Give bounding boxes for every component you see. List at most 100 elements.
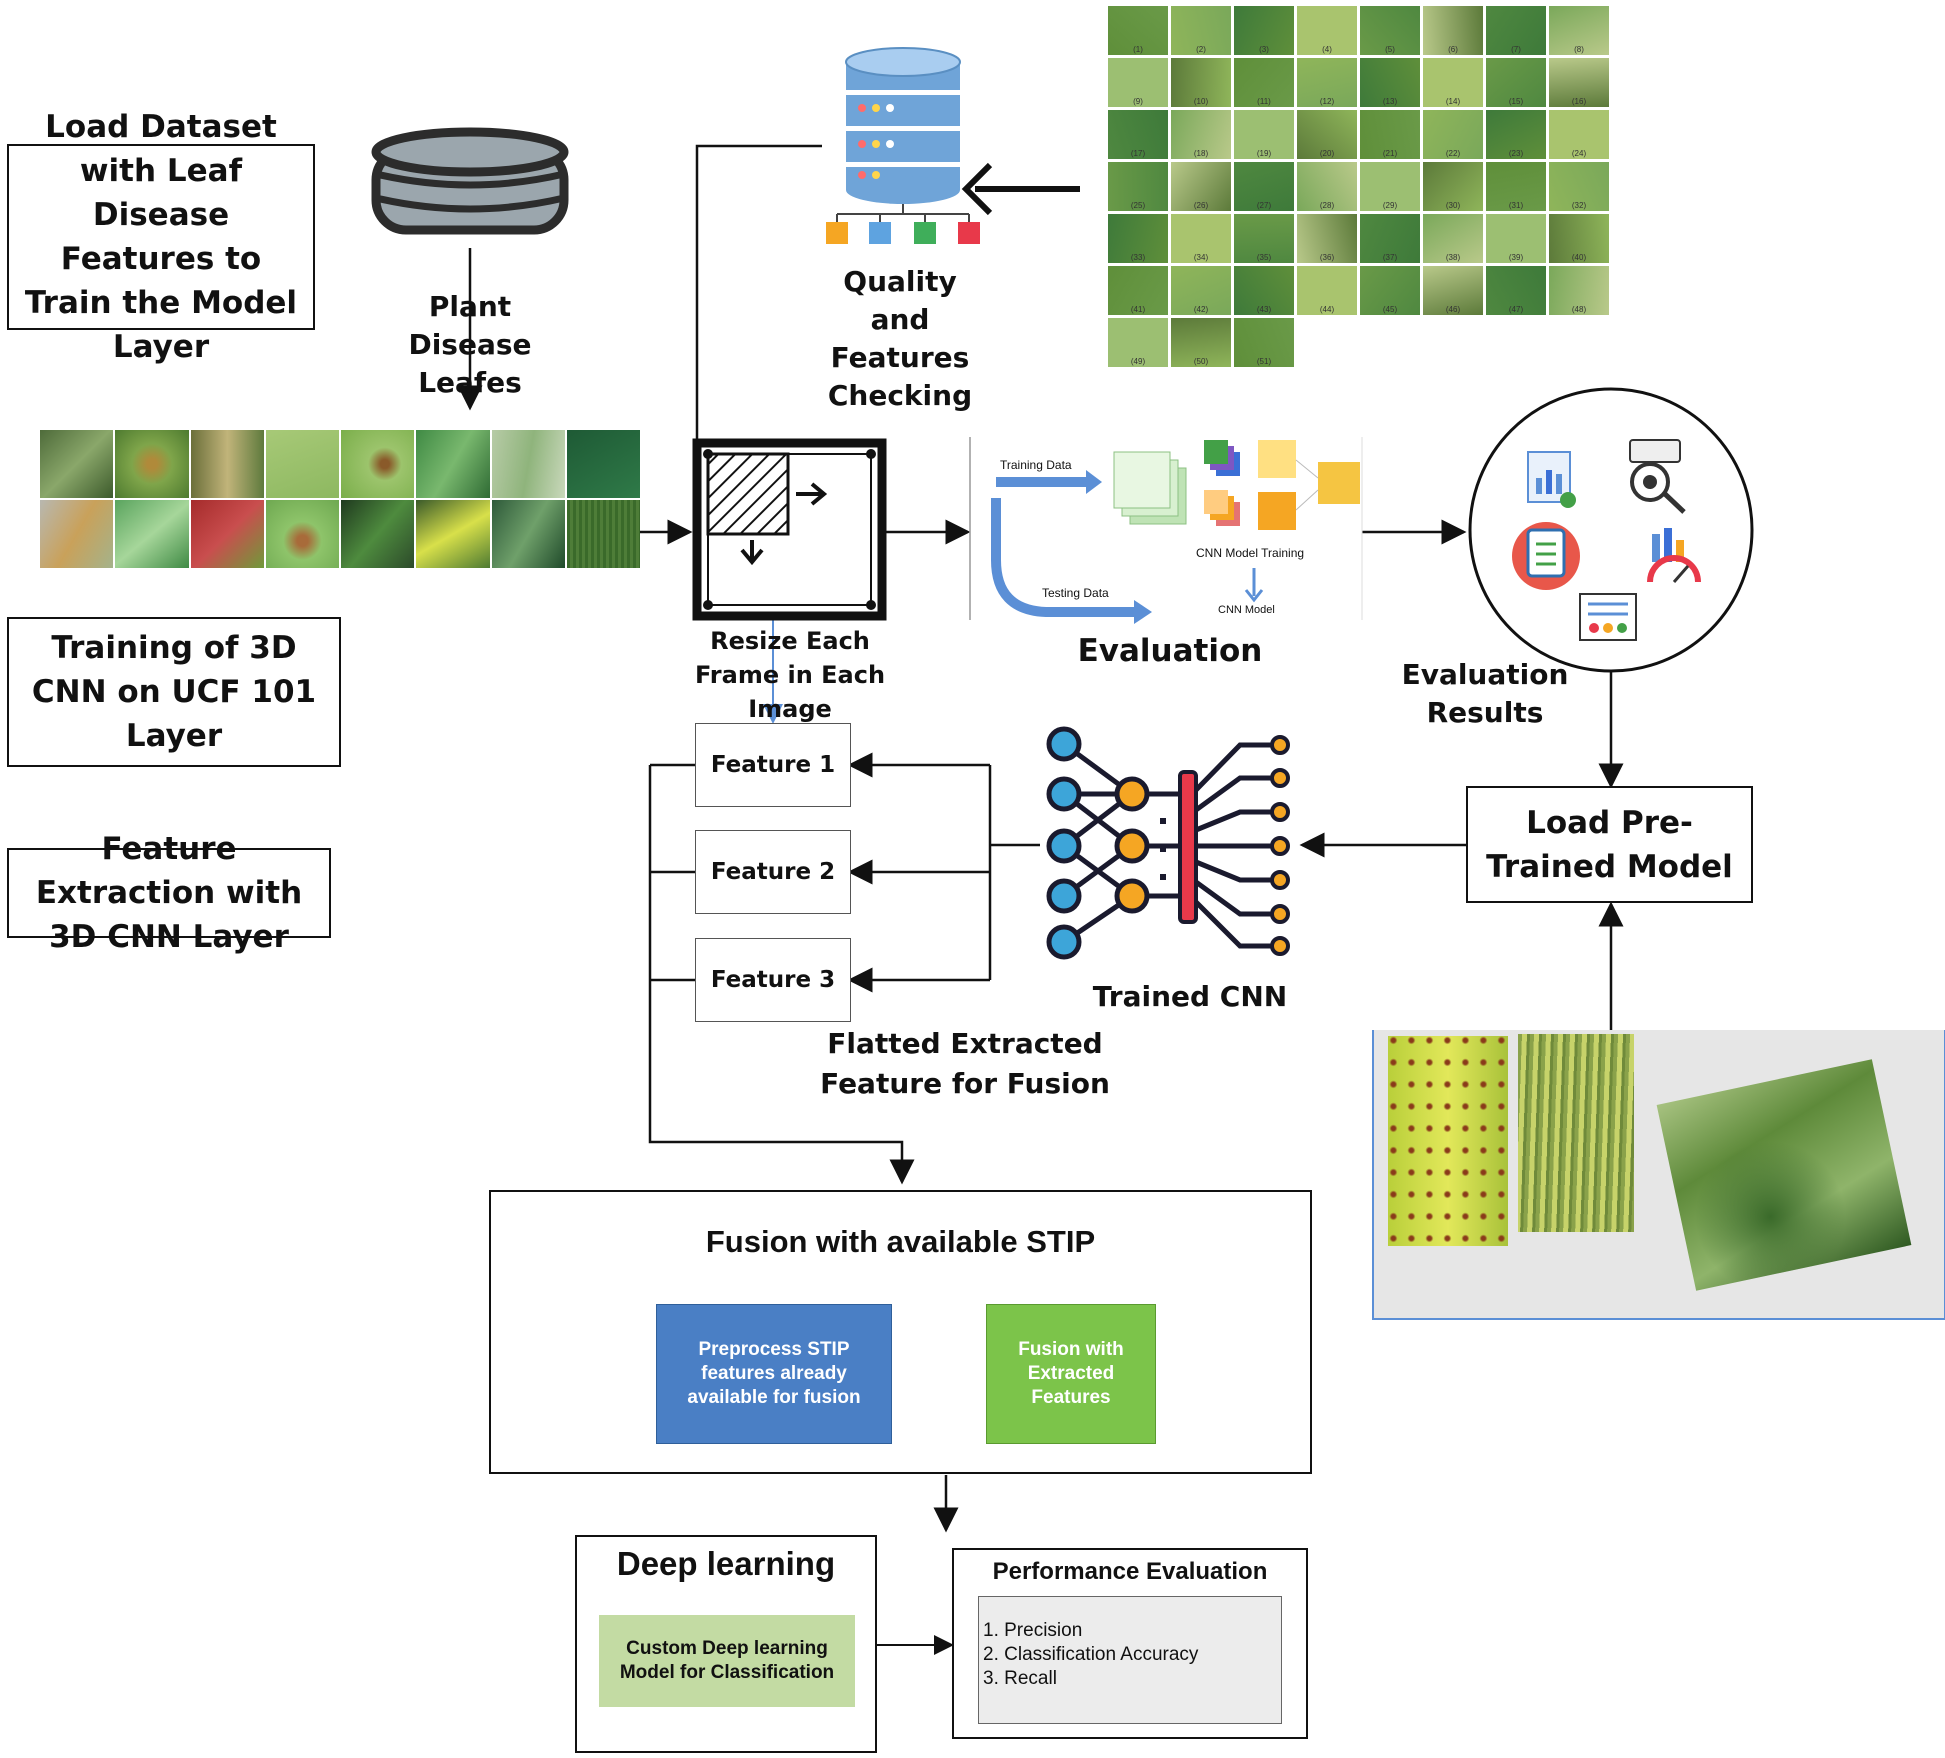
dataset-thumbnail: (24) [1549,110,1609,159]
custom-model-text: Custom Deep learning Model for Classific… [619,1638,835,1683]
leaf-thumb [190,500,264,568]
thumbnail-caption: (39) [1508,253,1524,262]
leaf-thumb [341,500,415,568]
metric-recall: 3. Recall [983,1668,1057,1689]
load-pretrained-model-box: Load Pre-Trained Model [1466,786,1753,903]
dataset-thumbnail: (8) [1549,6,1609,55]
leaf-photos-panel [1372,1030,1945,1320]
thumbnail-caption: (24) [1571,149,1587,158]
green-input-grid [1113,451,1187,525]
dataset-thumbnail: (47) [1486,266,1546,315]
thumbnail-caption: (11) [1257,97,1271,106]
thumbnail-caption: (19) [1256,149,1272,158]
leaf-thumb [40,500,114,568]
leaf-thumb [416,430,490,498]
dataset-thumbnail: (30) [1423,162,1483,211]
leaf-image-strip [40,430,640,568]
thumbnail-caption: (37) [1382,253,1398,262]
dataset-thumbnail: (13) [1360,58,1420,107]
thumbnail-caption: (27) [1256,201,1272,210]
thumbnail-caption: (28) [1319,201,1335,210]
legend-training-3dcnn: Training of 3D CNN on UCF 101 Layer [7,617,341,767]
thumbnail-caption: (36) [1319,253,1335,262]
testing-data-label: Testing Data [1042,586,1109,600]
thumbnail-caption: (14) [1445,97,1461,106]
dataset-thumbnail: (17) [1108,110,1168,159]
dataset-thumbnail: (34) [1171,214,1231,263]
thumbnail-caption: (4) [1322,45,1332,54]
thumbnail-caption: (38) [1445,253,1461,262]
leaf-thumb [341,430,415,498]
thumbnail-caption: (5) [1385,45,1395,54]
legend-feature-extraction-text: Feature Extraction with 3D CNN Layer [35,831,303,955]
feature-2-box: Feature 2 [695,830,851,914]
feature-1-box: Feature 1 [695,723,851,807]
metric-precision: 1. Precision [983,1620,1083,1641]
thumbnail-caption: (33) [1130,253,1146,262]
dataset-thumbnail: (44) [1297,266,1357,315]
dataset-thumbnail: (6) [1423,6,1483,55]
feedback-survey-icon [1579,593,1637,641]
leaf-thumb [566,500,640,568]
resize-frame-label: Resize Each Frame in Each Image [694,627,886,723]
thumbnail-caption: (46) [1445,305,1461,314]
dataset-thumbnail: (39) [1486,214,1546,263]
thumbnail-caption: (7) [1511,45,1521,54]
leaf-thumb [416,500,490,568]
flatted-features-label: Flatted Extracted Feature for Fusion [820,1027,1110,1100]
dataset-thumbnail: (5) [1360,6,1420,55]
thumbnail-caption: (20) [1319,149,1335,158]
thumbnail-caption: (51) [1256,357,1272,366]
thumbnail-caption: (18) [1193,149,1209,158]
checklist-clipboard-icon [1512,522,1580,590]
thumbnail-caption: (31) [1508,201,1524,210]
dataset-thumbnail: (16) [1549,58,1609,107]
fusion-extracted-text: Fusion with Extracted Features [1018,1339,1124,1408]
fusion-box: Fusion with available STIP Preprocess ST… [489,1190,1312,1474]
legend-load-dataset: Load Dataset with Leaf Disease Features … [7,109,315,365]
thumbnail-caption: (48) [1571,305,1587,314]
cnn-model-training-label: CNN Model Training [1196,546,1305,560]
dataset-thumbnail: (27) [1234,162,1294,211]
thumbnail-caption: (40) [1571,253,1587,262]
dataset-thumbnail: (31) [1486,162,1546,211]
dataset-thumbnail-grid: (1)(2)(3)(4)(5)(6)(7)(8)(9)(10)(11)(12)(… [1108,6,1609,367]
dataset-thumbnail: (1) [1108,6,1168,55]
thumbnail-caption: (35) [1256,253,1272,262]
leaf-thumb [491,500,565,568]
performance-metrics-list: 1. Precision 2. Classification Accuracy … [978,1596,1282,1724]
dataset-thumbnail: (46) [1423,266,1483,315]
dataset-thumbnail: (32) [1549,162,1609,211]
thumbnail-caption: (2) [1196,45,1206,54]
thumbnail-caption: (15) [1508,97,1524,106]
dataset-thumbnail: (23) [1486,110,1546,159]
dataset-thumbnail: (38) [1423,214,1483,263]
dataset-thumbnail: (20) [1297,110,1357,159]
thumbnail-caption: (6) [1448,45,1458,54]
blight-leaf-photo [1518,1034,1634,1232]
fusion-title: Fusion with available STIP [705,1224,1096,1259]
thumbnail-caption: (34) [1193,253,1209,262]
thumbnail-caption: (30) [1445,201,1461,210]
thumbnail-caption: (1) [1133,45,1143,54]
dataset-thumbnail: (43) [1234,266,1294,315]
dataset-thumbnail: (25) [1108,162,1168,211]
dataset-thumbnail: (21) [1360,110,1420,159]
report-icon [1527,451,1576,508]
legend-feature-extraction: Feature Extraction with 3D CNN Layer [7,831,331,955]
metric-accuracy: 2. Classification Accuracy [983,1644,1199,1665]
deep-learning-title: Deep learning [616,1545,836,1582]
line-frame-to-quality-db [695,144,822,440]
thumbnail-caption: (12) [1319,97,1335,106]
thumbnail-caption: (44) [1319,305,1335,314]
performance-title: Performance Evaluation [992,1558,1268,1585]
quality-checking-label: Quality and Features Checking [827,265,973,412]
thumbnail-caption: (23) [1508,149,1524,158]
performance-gauge-icon [1647,528,1701,583]
dataset-thumbnail: (35) [1234,214,1294,263]
